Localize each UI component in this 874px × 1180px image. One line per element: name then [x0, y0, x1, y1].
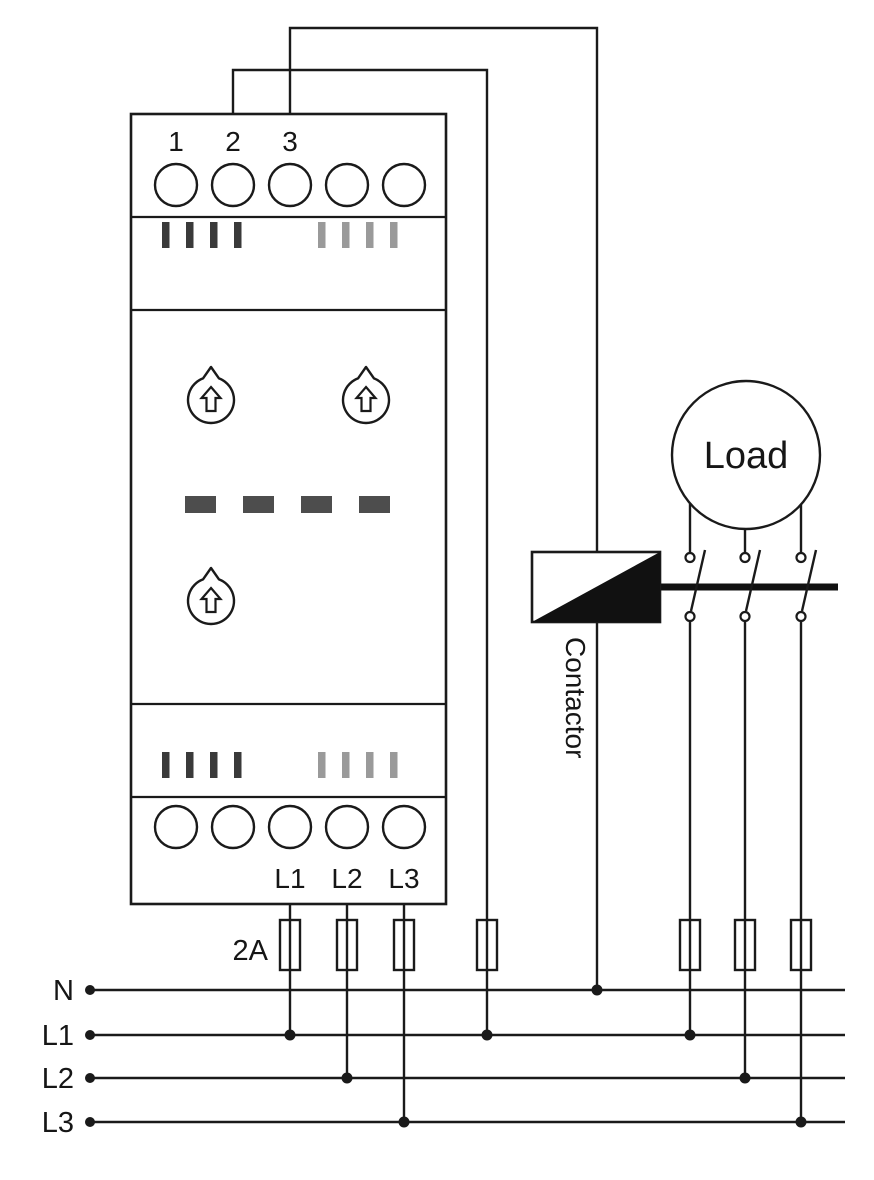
vent-slit: [210, 752, 218, 778]
fuse-load-phase1: [678, 918, 702, 972]
line-start-dot: [85, 1030, 95, 1040]
junction-dots: [85, 984, 807, 1128]
terminal-circle-L2: [324, 804, 370, 850]
line-start-dot: [85, 1073, 95, 1083]
junction-dot: [795, 1116, 807, 1128]
fuse-device-L2: [335, 918, 359, 972]
supply-label-L3: L3: [42, 1107, 74, 1139]
terminal-circle-L1: [267, 804, 313, 850]
terminal-circle-L3: [381, 804, 427, 850]
terminal-circle-6: [153, 804, 199, 850]
fuse-control: [475, 918, 499, 972]
vent-slit: [390, 222, 398, 248]
fuse-device-L3: [392, 918, 416, 972]
wire-terminal3-to-contactor-coil: [288, 26, 599, 552]
contact-pole-2: [739, 549, 762, 623]
contact-blade: [800, 549, 818, 612]
vent-slit: [342, 752, 350, 778]
junction-dot: [284, 1029, 296, 1041]
contactor-black-triangle: [532, 552, 660, 622]
segment-display: [185, 496, 390, 513]
device-outline: [129, 112, 448, 906]
junction-dot: [341, 1072, 353, 1084]
terminal-circle-2: [210, 162, 256, 208]
vent-slit: [186, 752, 194, 778]
contact-terminal: [739, 610, 751, 623]
contact-terminal: [795, 551, 807, 564]
supply-label-L1: L1: [42, 1020, 74, 1052]
vent-slits-top: [162, 222, 398, 248]
supply-label-L2: L2: [42, 1063, 74, 1095]
display-dash: [185, 496, 216, 513]
display-dash: [301, 496, 332, 513]
terminal-circle-7: [210, 804, 256, 850]
contact-blade: [689, 549, 707, 612]
contactor-contacts: [684, 549, 818, 623]
vent-slit: [162, 222, 170, 248]
contact-terminal: [739, 551, 751, 564]
contact-terminal: [684, 610, 696, 623]
fuse-load-phase2: [733, 918, 757, 972]
line-start-dot: [85, 1117, 95, 1127]
monitoring-relay-device: 1 2 3 L1 L2 L3: [129, 112, 448, 906]
contact-terminal: [684, 551, 696, 564]
terminal-circle-1: [153, 162, 199, 208]
vent-slit: [234, 222, 242, 248]
junction-dot: [591, 984, 603, 996]
vent-slit: [342, 222, 350, 248]
vent-slit: [318, 222, 326, 248]
terminal-label-1: 1: [168, 126, 184, 157]
terminal-label-L2: L2: [331, 863, 362, 894]
vent-slits-top-light: [318, 222, 398, 248]
display-dash: [243, 496, 274, 513]
vent-slit: [210, 222, 218, 248]
supply-lines: [90, 988, 845, 1124]
vent-slits-top-dark: [162, 222, 242, 248]
vent-slit: [234, 752, 242, 778]
vent-slit: [366, 222, 374, 248]
contactor-coil: Contactor: [530, 550, 662, 758]
vent-slit: [162, 752, 170, 778]
vent-slit: [366, 752, 374, 778]
fuses: [278, 918, 813, 972]
junction-dot: [739, 1072, 751, 1084]
fuse-load-phase3: [789, 918, 813, 972]
load: Load: [670, 379, 822, 531]
contact-terminal: [795, 610, 807, 623]
load-label: Load: [704, 435, 789, 477]
vent-slits-bottom-dark: [162, 752, 242, 778]
vent-slit: [186, 222, 194, 248]
terminal-label-L3: L3: [388, 863, 419, 894]
junction-dot: [481, 1029, 493, 1041]
wires: [231, 26, 803, 1122]
display-dash: [359, 496, 390, 513]
vent-slits-bottom-light: [318, 752, 398, 778]
terminal-circle-3: [267, 162, 313, 208]
supply-label-N: N: [53, 975, 74, 1007]
contact-pole-1: [684, 549, 707, 623]
terminal-label-3: 3: [282, 126, 298, 157]
terminal-label-2: 2: [225, 126, 241, 157]
contact-blade: [744, 549, 762, 612]
junction-dot: [398, 1116, 410, 1128]
wire-terminal2-to-L1: [231, 68, 489, 1035]
contactor-label: Contactor: [560, 637, 591, 758]
contact-pole-3: [795, 549, 818, 623]
fuse-rating-label: 2A: [233, 935, 269, 967]
vent-slit: [318, 752, 326, 778]
load-circle: [670, 379, 822, 531]
fuse-device-L1: [278, 918, 302, 972]
terminal-label-L1: L1: [274, 863, 305, 894]
bottom-terminals: [153, 804, 427, 850]
line-start-dot: [85, 985, 95, 995]
vent-slits-bottom: [162, 752, 398, 778]
vent-slit: [390, 752, 398, 778]
terminal-circle-5: [381, 162, 427, 208]
junction-dot: [684, 1029, 696, 1041]
terminal-circle-4: [324, 162, 370, 208]
top-terminals: [153, 162, 427, 208]
